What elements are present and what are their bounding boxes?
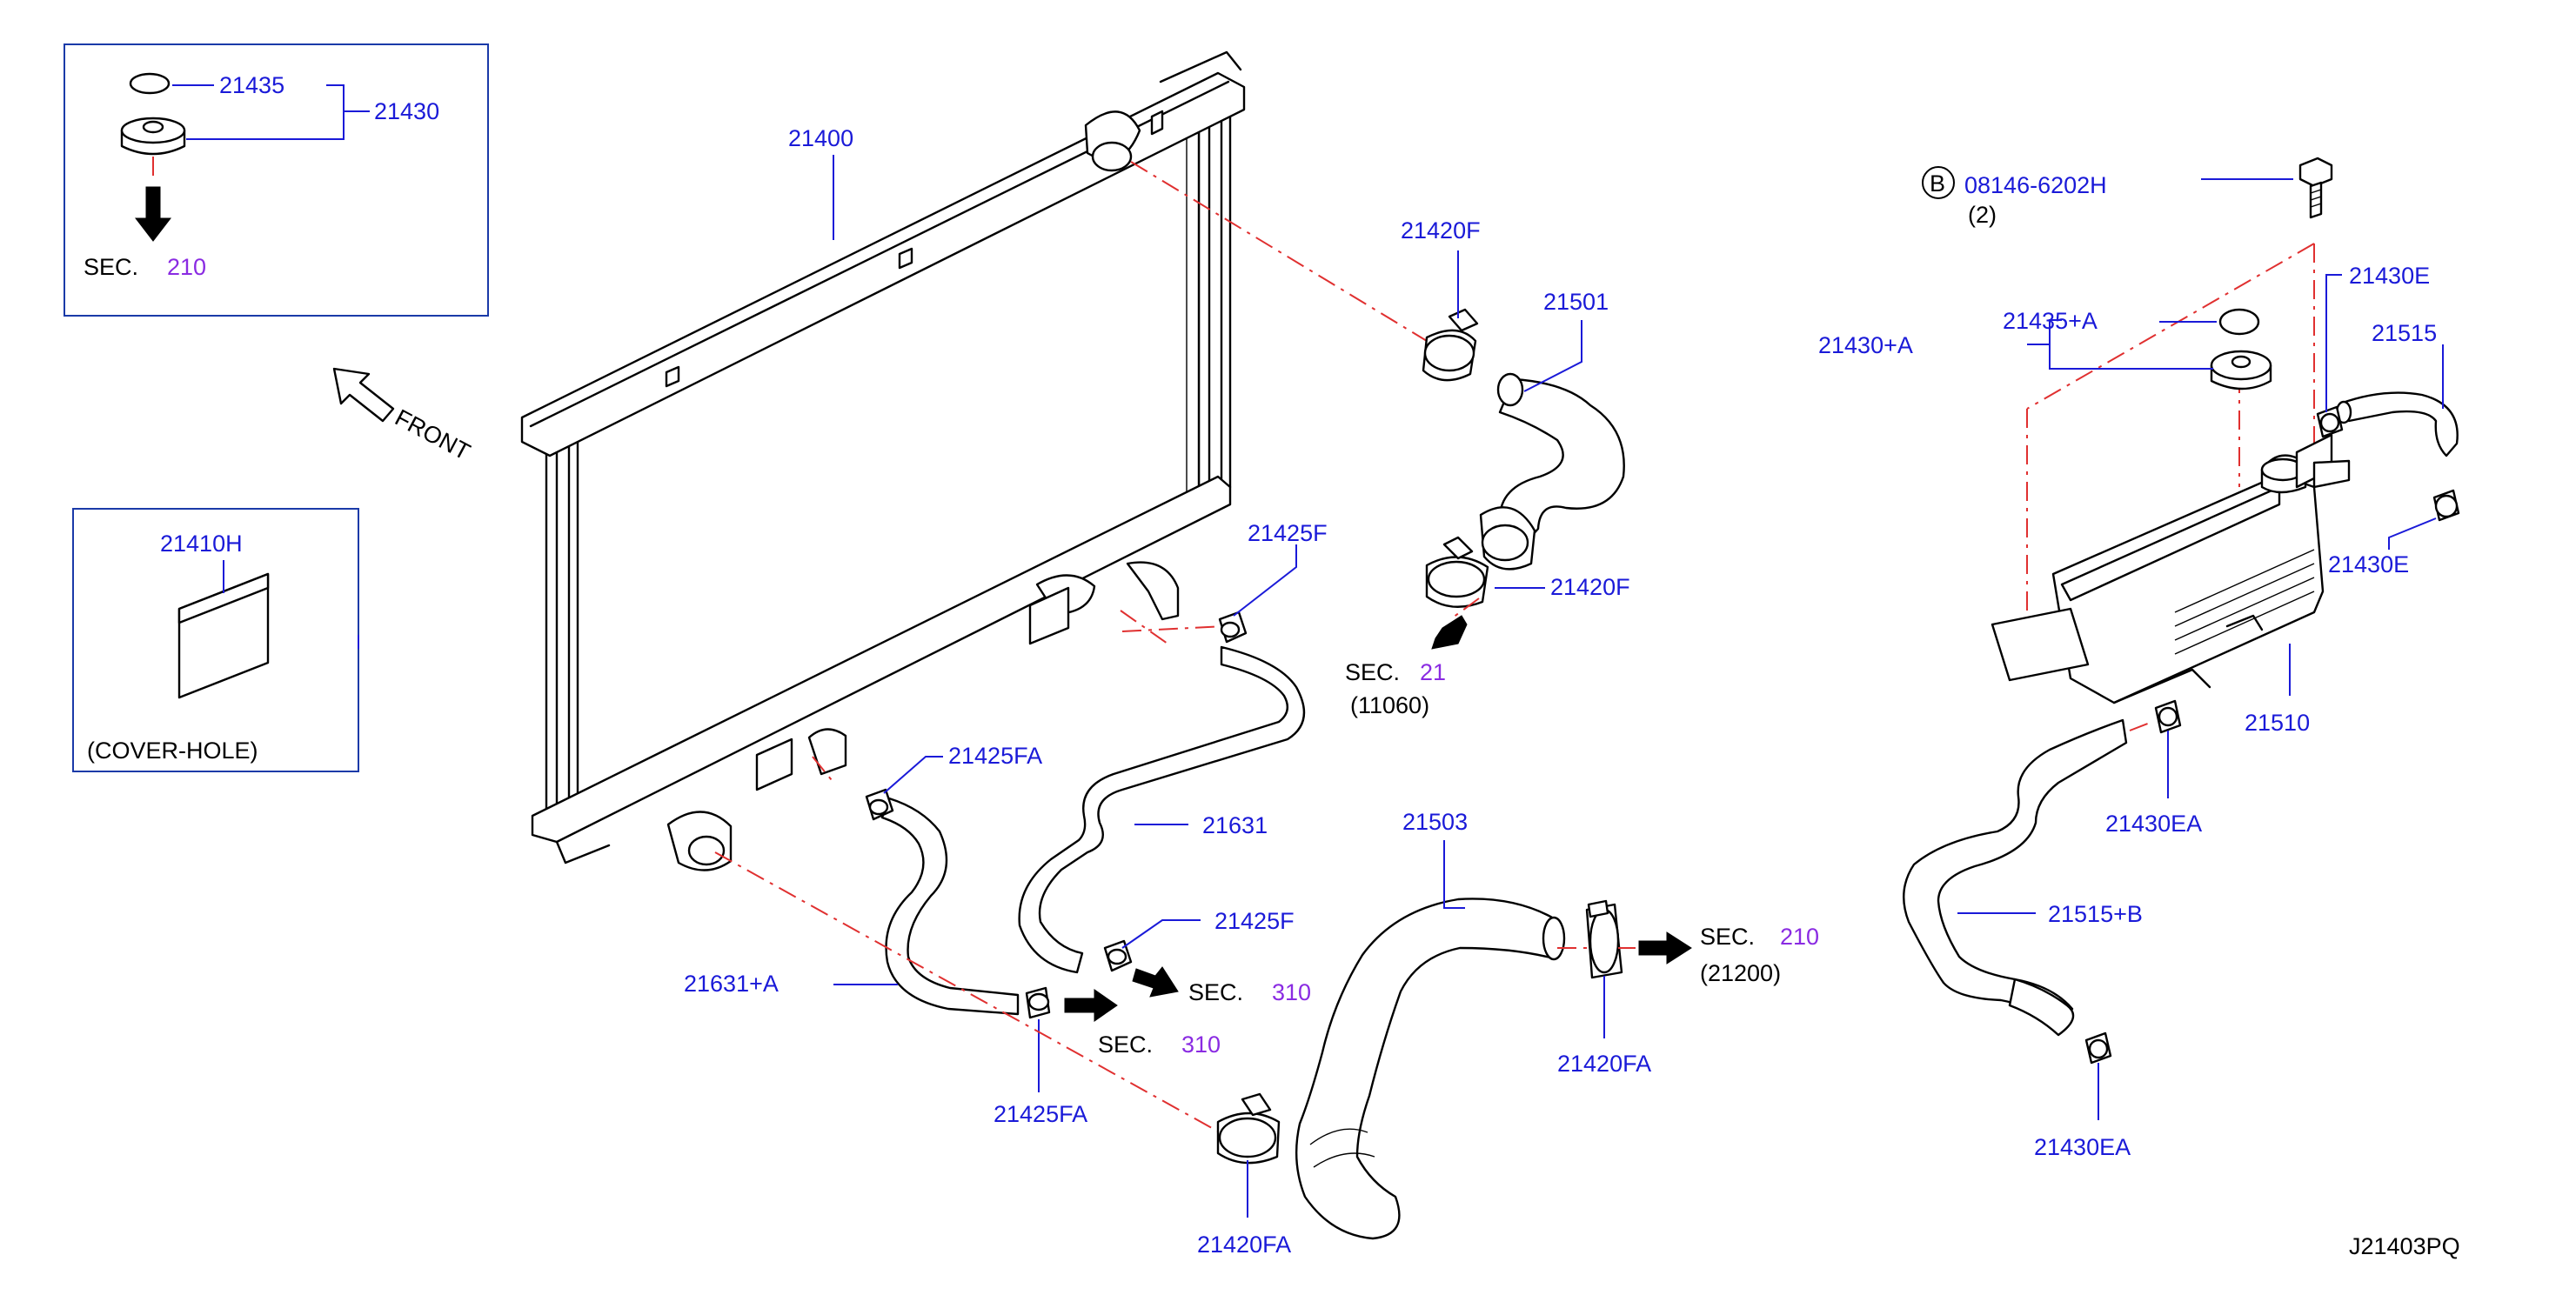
label-21430E-top: 21430E: [2349, 263, 2430, 289]
reservoir-cap-icon: [2210, 350, 2272, 391]
direction-arrow-icon: [1064, 989, 1118, 1022]
label-21510: 21510: [2245, 710, 2310, 736]
hose-clip-icon: [1025, 986, 1051, 1019]
label-21430EA-top: 21430EA: [2105, 811, 2202, 837]
front-label: FRONT: [391, 404, 474, 465]
label-21435A: 21435+A: [2003, 308, 2098, 334]
sec-310-a: 310: [1272, 979, 1311, 1005]
label-21420F-top: 21420F: [1401, 217, 1481, 244]
cover-hole-label: (COVER-HOLE): [87, 738, 258, 764]
hose-clip-icon: [1218, 611, 1248, 644]
label-21430EA-bot: 21430EA: [2034, 1134, 2131, 1160]
front-indicator: FRONT: [332, 367, 474, 465]
label-21420FA-right: 21420FA: [1557, 1051, 1651, 1077]
bolt-badge: B: [1930, 170, 1945, 197]
direction-arrow-icon: [1638, 931, 1692, 965]
label-21425FA-bot: 21425FA: [994, 1101, 1087, 1127]
hose-clip-icon: [2316, 405, 2344, 438]
upper-hose-icon: [1479, 372, 1625, 571]
reservoir-hose-icon: [1903, 718, 2128, 1037]
hose-clamp-icon: [1585, 899, 1623, 979]
overflow-hose-icon: [2335, 391, 2459, 457]
radiator-cap-icon: [120, 117, 186, 156]
down-arrow-icon: [134, 186, 172, 242]
label-21501: 21501: [1543, 289, 1609, 315]
label-21425F-top: 21425F: [1248, 520, 1328, 546]
label-21430A: 21430+A: [1818, 332, 1913, 358]
direction-arrow-icon: [1132, 966, 1179, 998]
hose-clip-icon: [1103, 939, 1133, 972]
radiator-icon: [520, 50, 1246, 871]
label-21430: 21430: [374, 98, 439, 124]
label-21631: 21631: [1202, 812, 1268, 838]
bypass-hose-icon: [880, 797, 1020, 1016]
label-21430E-bot: 21430E: [2328, 551, 2409, 577]
hose-clamp-icon: [1422, 308, 1479, 382]
sec-210-box: 210: [167, 254, 206, 280]
heater-hose-icon: [1018, 645, 1306, 974]
label-21435: 21435: [219, 72, 284, 98]
bolt-callout: B 08146-6202H (2): [1922, 157, 2333, 228]
cap-seal-icon: [129, 72, 171, 95]
hose-clamp-icon: [1216, 1092, 1281, 1165]
label-21425FA-top: 21425FA: [948, 743, 1042, 769]
hose-clip-icon: [2084, 1031, 2112, 1065]
label-21631A: 21631+A: [684, 971, 779, 997]
label-21425F-bot: 21425F: [1214, 908, 1295, 934]
direction-arrow-icon: [1431, 615, 1468, 650]
label-21515B: 21515+B: [2048, 901, 2143, 927]
cover-hole-box: 21410H (COVER-HOLE): [72, 508, 359, 772]
hose-clamp-icon: [1425, 536, 1489, 608]
front-arrow-icon: [332, 367, 395, 423]
sec-11060-ref: (11060): [1350, 692, 1429, 718]
hose-clip-icon: [865, 788, 894, 821]
sec-11060-partial: 21: [1420, 659, 1446, 685]
label-21400: 21400: [788, 125, 853, 151]
label-08146-qty: (2): [1968, 202, 1997, 228]
cap-seal-icon: [2218, 308, 2260, 336]
label-08146: 08146-6202H: [1964, 172, 2107, 198]
sec-21200-ref: (21200): [1700, 960, 1781, 986]
cap-inset-box: 21435 21430 SEC. 210: [64, 43, 489, 317]
lower-hose-icon: [1295, 898, 1566, 1240]
diagram-code: J21403PQ: [2349, 1233, 2460, 1259]
sec-label: SEC.: [1345, 659, 1400, 685]
sec-label: SEC.: [1700, 924, 1755, 950]
sec-210-right: 210: [1780, 924, 1819, 950]
label-21503: 21503: [1402, 809, 1468, 835]
label-21515: 21515: [2372, 320, 2437, 346]
label-21410H: 21410H: [160, 531, 243, 557]
label-21420F-mid: 21420F: [1550, 574, 1630, 600]
bolt-icon: [2298, 157, 2333, 219]
sec-label: SEC.: [1098, 1031, 1153, 1058]
sec-310-b: 310: [1181, 1031, 1221, 1058]
sec-label: SEC.: [84, 254, 138, 280]
sec-label: SEC.: [1188, 979, 1243, 1005]
reservoir-tank-icon: [1991, 433, 2351, 704]
hose-clip-icon: [2432, 489, 2460, 522]
hose-clip-icon: [2154, 699, 2182, 734]
label-21420FA-bot: 21420FA: [1197, 1232, 1291, 1258]
